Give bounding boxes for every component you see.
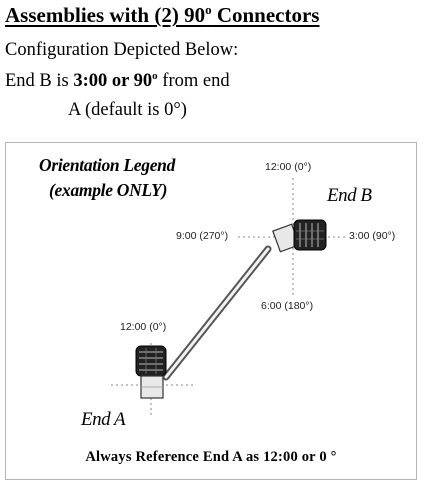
end-b-connector (272, 219, 327, 253)
end-a-connector (135, 345, 167, 399)
orientation-diagram: Orientation Legend (example ONLY) 12:00 … (5, 142, 417, 480)
legend-subtitle: (example ONLY) (49, 180, 168, 200)
page-title: Assemblies with (2) 90o Connectors (5, 2, 319, 28)
end-a-12-label: 12:00 (0°) (120, 321, 167, 333)
title-text-end: Connectors (211, 3, 320, 27)
end-b-label: End B (327, 185, 372, 206)
legend-title: Orientation Legend (39, 155, 176, 175)
orientation-suffix: from end (157, 71, 230, 92)
end-b-6-label: 6:00 (180°) (261, 300, 314, 312)
end-b-12-label: 12:00 (0°) (265, 161, 312, 173)
config-line: Configuration Depicted Below: (5, 40, 239, 60)
end-b-orientation-line: End B is 3:00 or 90o from end (5, 70, 230, 92)
end-b-3-label: 3:00 (90°) (349, 230, 396, 242)
end-b-9-label: 9:00 (270°) (176, 230, 229, 242)
degree-symbol: o (205, 2, 212, 17)
title-text: Assemblies with (2) 90 (5, 3, 206, 27)
assembly-illustration (111, 178, 346, 418)
cable (162, 245, 272, 381)
default-orientation-line: A (default is 0°) (68, 100, 187, 120)
orientation-value: 3:00 or 90o (73, 70, 158, 92)
reference-note: Always Reference End A as 12:00 or 0 ° (85, 449, 337, 465)
orientation-prefix: End B is (5, 71, 74, 92)
end-a-label: End A (81, 409, 126, 430)
